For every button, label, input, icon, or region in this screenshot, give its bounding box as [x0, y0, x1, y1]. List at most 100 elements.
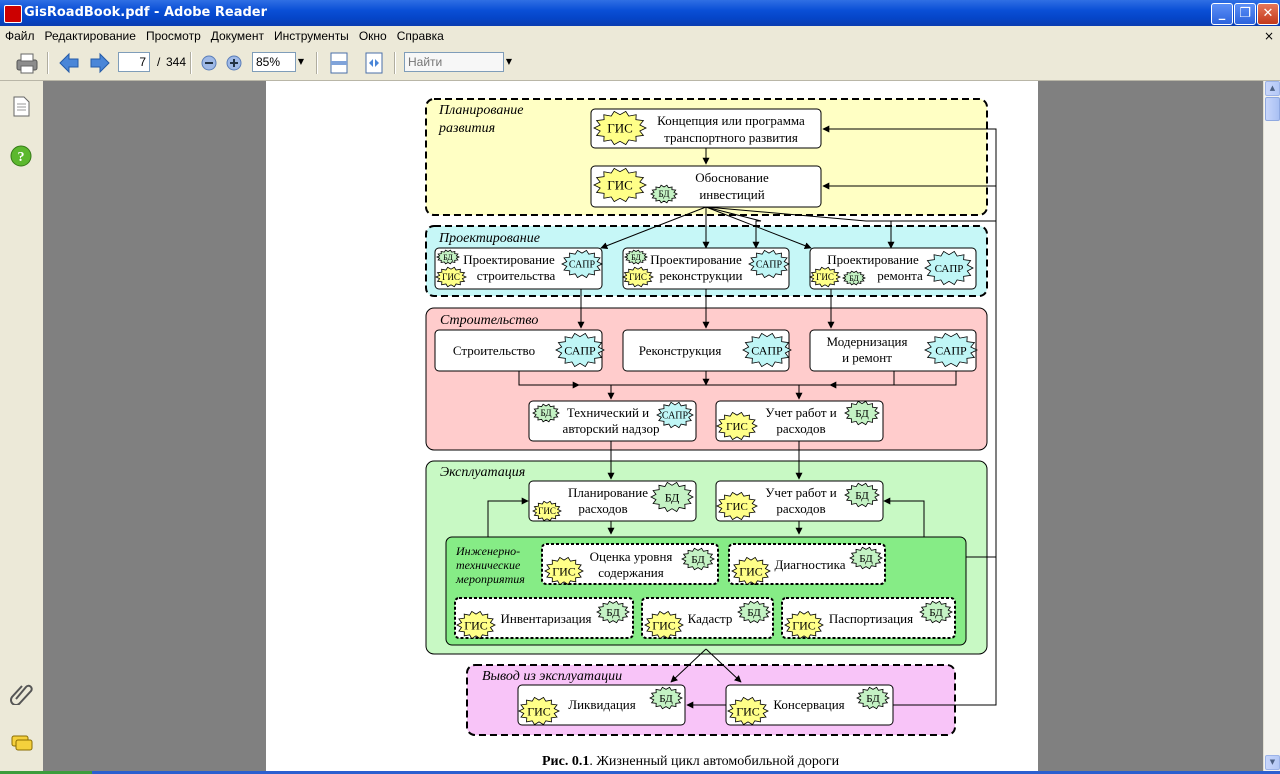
page-number-input[interactable]	[118, 52, 150, 72]
minimize-button[interactable]: _	[1211, 3, 1233, 25]
caption-text: . Жизненный цикл автомобильной дороги	[589, 754, 839, 769]
gis-31-badge	[784, 610, 824, 640]
attachments-icon[interactable]	[10, 681, 34, 705]
text-maint-1: Оценка уровня	[590, 549, 673, 564]
text-recon: Реконструкция	[639, 343, 722, 358]
pages-icon[interactable]	[11, 95, 31, 117]
box-works	[715, 400, 884, 442]
toolbar-separator	[190, 52, 192, 74]
close-button[interactable]: ✕	[1257, 3, 1279, 25]
zoom-out-icon[interactable]	[200, 54, 218, 72]
menu-file[interactable]: Файл	[5, 29, 35, 43]
toolbar-separator	[316, 52, 318, 74]
bd-15-badge-label: БД	[541, 408, 552, 418]
document-view[interactable]: Планирование развития Проектирование Стр…	[43, 81, 1263, 771]
text-maint-2: содержания	[598, 565, 663, 580]
previous-page-icon[interactable]	[57, 51, 81, 75]
maximize-button[interactable]: ❐	[1234, 3, 1256, 25]
document-close-button[interactable]: ×	[1263, 29, 1274, 43]
text-liquid: Ликвидация	[568, 697, 635, 712]
bd-3-badge-label: БД	[443, 253, 453, 262]
gis-33-badge-label: ГИС	[527, 704, 551, 718]
box-justify	[590, 165, 822, 208]
gis-29-badge	[644, 610, 684, 640]
box-design-recon	[622, 247, 790, 290]
menu-edit[interactable]: Редактирование	[44, 29, 136, 43]
sapr-16-badge	[656, 401, 694, 429]
stage-label-construction: Строительство	[440, 313, 538, 328]
zoom-in-icon[interactable]	[225, 54, 243, 72]
sapr-8-badge	[748, 249, 790, 279]
stage-label-design: Проектирование	[438, 231, 540, 246]
bd-22-badge-label: БД	[855, 490, 869, 502]
zoom-dropdown-icon[interactable]: ▼	[297, 57, 305, 66]
group-label-engineering-3: мероприятия	[455, 572, 525, 586]
group-label-engineering-2: технические	[456, 558, 521, 572]
gis-19-badge	[532, 500, 562, 522]
scroll-thumb[interactable]	[1265, 97, 1280, 121]
caption-label: Рис. 0.1	[542, 754, 589, 769]
menu-tools[interactable]: Инструменты	[273, 29, 349, 43]
bd-10-badge-label: БД	[849, 274, 859, 283]
bd-28-badge	[596, 600, 630, 624]
toolbar-separator	[47, 52, 49, 74]
scroll-down-button[interactable]: ▼	[1265, 755, 1280, 770]
text-works-2: расходов	[776, 421, 825, 436]
box-conserv	[725, 684, 894, 726]
text-supervision-1: Технический и	[567, 405, 649, 420]
sapr-16-badge-label: САПР	[662, 411, 689, 422]
text-modern-1: Модернизация	[827, 334, 908, 349]
text-cadastre: Кадастр	[688, 611, 733, 626]
scroll-up-button[interactable]: ▲	[1265, 81, 1280, 96]
box-supervision	[528, 400, 697, 442]
find-dropdown-icon[interactable]: ▼	[505, 57, 513, 66]
gis-9-badge-label: ГИС	[816, 272, 834, 282]
bd-18-badge-label: БД	[855, 408, 869, 420]
pdf-page: Планирование развития Проектирование Стр…	[266, 81, 1038, 771]
gis-7-badge-label: ГИС	[629, 272, 647, 282]
menu-window[interactable]: Окно	[358, 29, 387, 43]
fit-width-icon[interactable]	[363, 51, 385, 75]
print-icon[interactable]	[14, 51, 40, 75]
bd-3-badge	[436, 249, 460, 265]
menu-help[interactable]: Справка	[396, 29, 444, 43]
vertical-scrollbar[interactable]: ▲ ▼	[1263, 81, 1280, 771]
gis-27-badge	[456, 610, 496, 640]
gis-1-badge-label: ГИС	[607, 178, 633, 193]
fit-page-icon[interactable]	[328, 51, 350, 75]
window-title: GisRoadBook.pdf - Adobe Reader	[24, 5, 268, 20]
bd-22-badge	[844, 482, 880, 508]
bd-32-badge	[919, 600, 953, 624]
sapr-13-badge	[742, 332, 792, 368]
sapr-14-badge-label: САПР	[935, 343, 967, 357]
stage-label-decommission: Вывод из эксплуатации	[482, 669, 622, 684]
text-design-build-2: строительства	[477, 268, 556, 283]
gis-23-badge	[544, 556, 584, 586]
sapr-11-badge-label: САПР	[935, 263, 964, 275]
gis-33-badge	[518, 696, 560, 726]
text-invent: Инвентаризация	[501, 611, 592, 626]
find-input[interactable]	[404, 52, 504, 72]
gis-7-badge	[622, 266, 654, 288]
sapr-11-badge	[924, 250, 974, 286]
group-label-engineering-1: Инженерно-	[455, 544, 520, 558]
sapr-8-badge-label: САПР	[756, 260, 783, 271]
box-invent	[454, 597, 634, 639]
gis-27-badge-label: ГИС	[464, 618, 488, 632]
gis-25-badge	[731, 556, 771, 586]
help-icon[interactable]: ?	[10, 145, 32, 167]
text-design-recon-1: Проектирование	[650, 252, 742, 267]
sapr-12-badge	[555, 332, 605, 368]
text-design-build-1: Проектирование	[463, 252, 555, 267]
bd-34-badge-label: БД	[659, 693, 673, 705]
menu-document[interactable]: Документ	[210, 29, 264, 43]
bd-2-badge	[650, 184, 678, 204]
comments-icon[interactable]	[10, 733, 34, 755]
menu-view[interactable]: Просмотр	[145, 29, 201, 43]
gis-17-badge	[716, 411, 758, 441]
zoom-level-input[interactable]	[252, 52, 296, 72]
gis-9-badge	[809, 266, 841, 288]
next-page-icon[interactable]	[88, 51, 112, 75]
bd-28-badge-label: БД	[606, 607, 620, 619]
text-justify-2: инвестиций	[699, 187, 764, 202]
